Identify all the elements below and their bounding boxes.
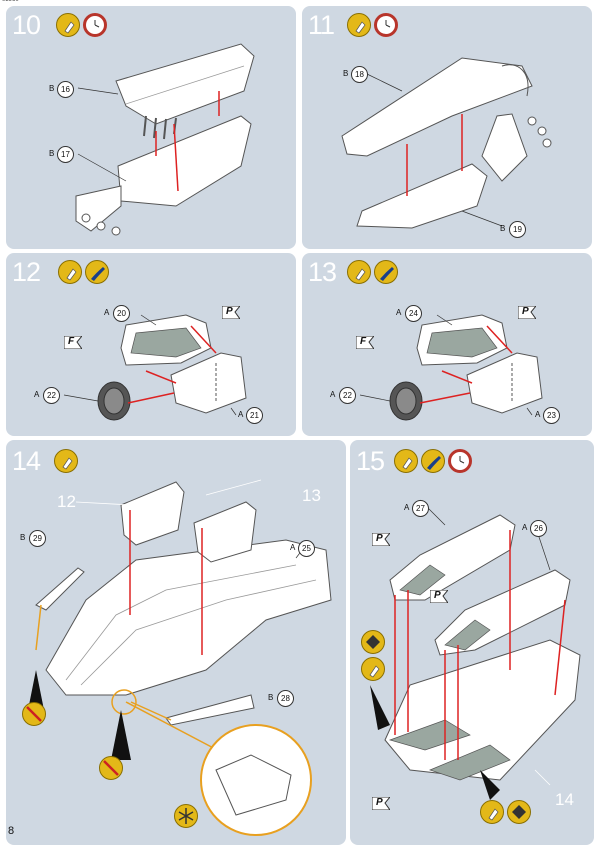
clock-icon (374, 13, 398, 37)
part-callout: 18 (351, 66, 368, 83)
part-letter: B (500, 224, 506, 233)
paint-flag-P: P (372, 533, 390, 546)
part-callout: 20 (113, 305, 130, 322)
step-13-drawing (359, 314, 543, 421)
ref-step-14: 14 (555, 790, 574, 809)
part-letter: B (343, 69, 349, 78)
flag-letter: F (360, 336, 367, 347)
step-12-drawing (63, 314, 247, 421)
glue-icon (54, 449, 78, 473)
drill-icon (507, 800, 531, 824)
glue-icon (361, 657, 385, 681)
part-letter: A (535, 410, 541, 419)
flag-letter: P (434, 590, 441, 601)
paint-icon (374, 260, 398, 284)
paint-flag-P: P (430, 590, 448, 603)
part-letter: A (522, 523, 528, 532)
part-callout: 25 (298, 540, 315, 557)
no-glue-icon (99, 756, 123, 780)
paint-icon (85, 260, 109, 284)
part-callout: 21 (246, 407, 263, 424)
step-10-panel: 10 B 16 B 17 (6, 6, 296, 249)
flag-letter: P (226, 306, 233, 317)
step-10-number: 10 (12, 10, 41, 40)
part-callout: 24 (405, 305, 422, 322)
clock-icon (448, 449, 472, 473)
drill-icon (361, 630, 385, 654)
paint-flag-P: P (222, 306, 240, 319)
part-letter: A (396, 308, 402, 317)
flag-letter: P (376, 533, 383, 544)
part-letter: A (290, 543, 296, 552)
part-callout: 23 (543, 407, 560, 424)
part-letter: B (49, 149, 55, 158)
part-callout: 26 (530, 520, 547, 537)
part-callout: 17 (57, 146, 74, 163)
paint-icon (421, 449, 445, 473)
step-15-panel: 15 A 27 A 26 P P P 14 (350, 440, 594, 845)
paint-flag-F: F (64, 336, 82, 349)
step-12-number: 12 (12, 257, 41, 287)
step-14-panel: 14 12 13 B 29 A 25 B 28 (6, 440, 346, 845)
part-letter: A (34, 390, 40, 399)
step-15-drawing (370, 499, 581, 800)
no-glue-icon (22, 702, 46, 726)
catalog-code: 03960 (2, 0, 19, 3)
glue-icon (480, 800, 504, 824)
part-letter: A (330, 390, 336, 399)
step-12-panel: 12 P F A 20 A 22 A 21 (6, 253, 296, 436)
step-13-number: 13 (308, 257, 337, 287)
part-callout: 27 (412, 500, 429, 517)
paint-flag-F: F (356, 336, 374, 349)
part-letter: B (49, 84, 55, 93)
part-callout: 29 (29, 530, 46, 547)
part-callout: 28 (277, 690, 294, 707)
page-number: 8 (7, 825, 15, 837)
clock-icon (83, 13, 107, 37)
step-11-panel: 11 B 18 B 19 (302, 6, 592, 249)
flag-letter: P (522, 306, 529, 317)
flag-letter: P (376, 797, 383, 808)
step-11-drawing (341, 57, 552, 229)
part-letter: A (104, 308, 110, 317)
step-10-drawing (75, 43, 255, 236)
part-callout: 22 (339, 387, 356, 404)
part-callout: 16 (57, 81, 74, 98)
step-14-drawing (28, 479, 332, 836)
flag-letter: F (68, 336, 75, 347)
part-letter: B (20, 533, 26, 542)
part-letter: B (268, 693, 274, 702)
paint-flag-P: P (518, 306, 536, 319)
glue-icon (56, 13, 80, 37)
part-callout: 22 (43, 387, 60, 404)
part-callout: 19 (509, 221, 526, 238)
step-14-number: 14 (12, 446, 41, 476)
ref-step-13: 13 (302, 486, 321, 505)
part-letter: A (404, 503, 410, 512)
snowflake-icon (174, 804, 198, 828)
step-11-number: 11 (308, 10, 335, 40)
glue-icon (394, 449, 418, 473)
glue-icon (58, 260, 82, 284)
glue-icon (347, 260, 371, 284)
ref-step-12: 12 (57, 492, 76, 511)
glue-icon (347, 13, 371, 37)
step-13-panel: 13 P F A 24 A 22 A 23 (302, 253, 592, 436)
part-letter: A (238, 410, 244, 419)
paint-flag-P: P (372, 797, 390, 810)
step-15-number: 15 (356, 446, 385, 476)
